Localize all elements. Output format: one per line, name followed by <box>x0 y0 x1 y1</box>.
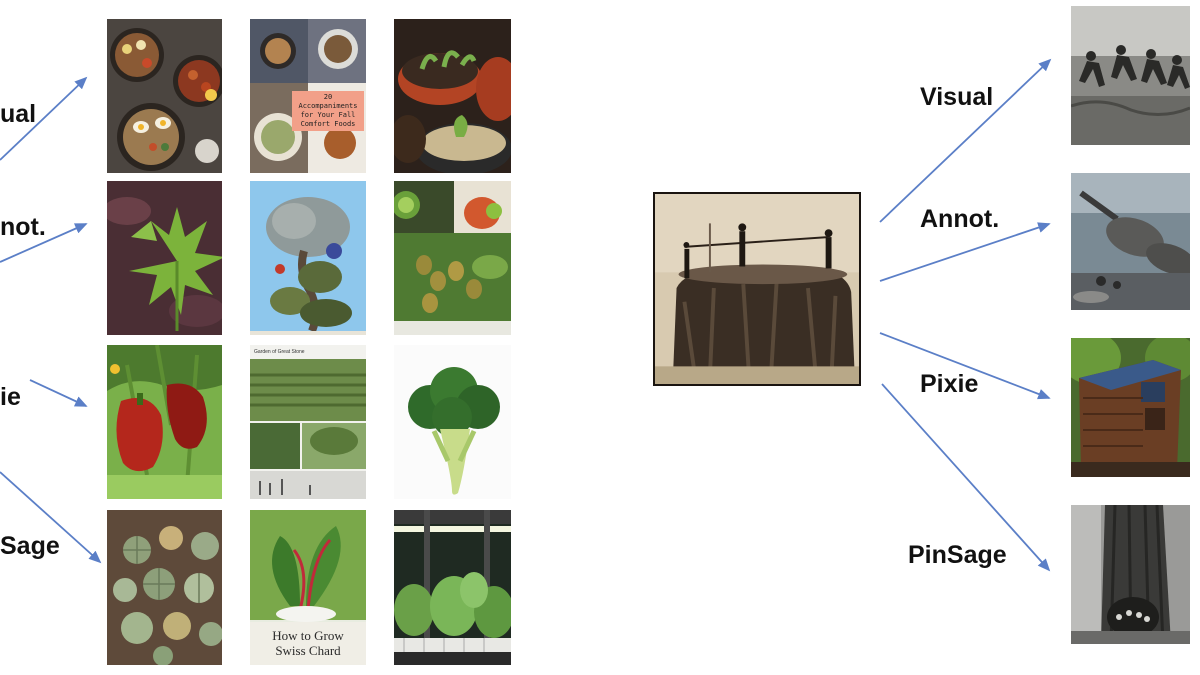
garden-stone-collage-image: Garden of Great Stone <box>250 345 366 499</box>
food-bowls-image <box>107 19 222 173</box>
right-label-pixie: Pixie <box>920 370 979 398</box>
query-tree-stump-photo <box>653 192 861 386</box>
cactus-succulents-image <box>107 510 222 665</box>
left-label-annot: not. <box>0 213 46 241</box>
right-label-visual: Visual <box>920 83 994 111</box>
swiss-chard-image: How to Grow Swiss Chard <box>250 510 366 665</box>
broccoli-image <box>394 345 511 499</box>
kiwi-plants-image <box>394 181 511 335</box>
chard-caption-text: How to Grow Swiss Chard <box>272 628 344 658</box>
recipe-overlay-text: 20 Accompaniments for Your Fall Comfort … <box>292 91 364 131</box>
soldiers-running-image <box>1071 6 1190 145</box>
logging-machinery-image <box>1071 173 1190 310</box>
left-label-pixie: ie <box>0 383 21 411</box>
left-label-pinsage: Sage <box>0 532 60 560</box>
comfort-food-collage-image: 20 Accompaniments for Your Fall Comfort … <box>250 19 366 173</box>
garden-header-text: Garden of Great Stone <box>254 349 305 355</box>
red-pepper-image <box>107 345 222 499</box>
giant-redwood-tree-image <box>1071 505 1190 644</box>
seedlings-in-pots-image <box>394 19 511 173</box>
right-label-annot: Annot. <box>920 205 1000 233</box>
indoor-grow-shelf-image <box>394 510 511 665</box>
wooden-cabin-image <box>1071 338 1190 477</box>
left-arrow-pixie <box>29 379 88 407</box>
green-leaf-image <box>107 181 222 335</box>
left-label-visual: ual <box>0 100 37 128</box>
bonsai-tree-image <box>250 181 366 335</box>
right-label-pinsage: PinSage <box>908 541 1007 569</box>
